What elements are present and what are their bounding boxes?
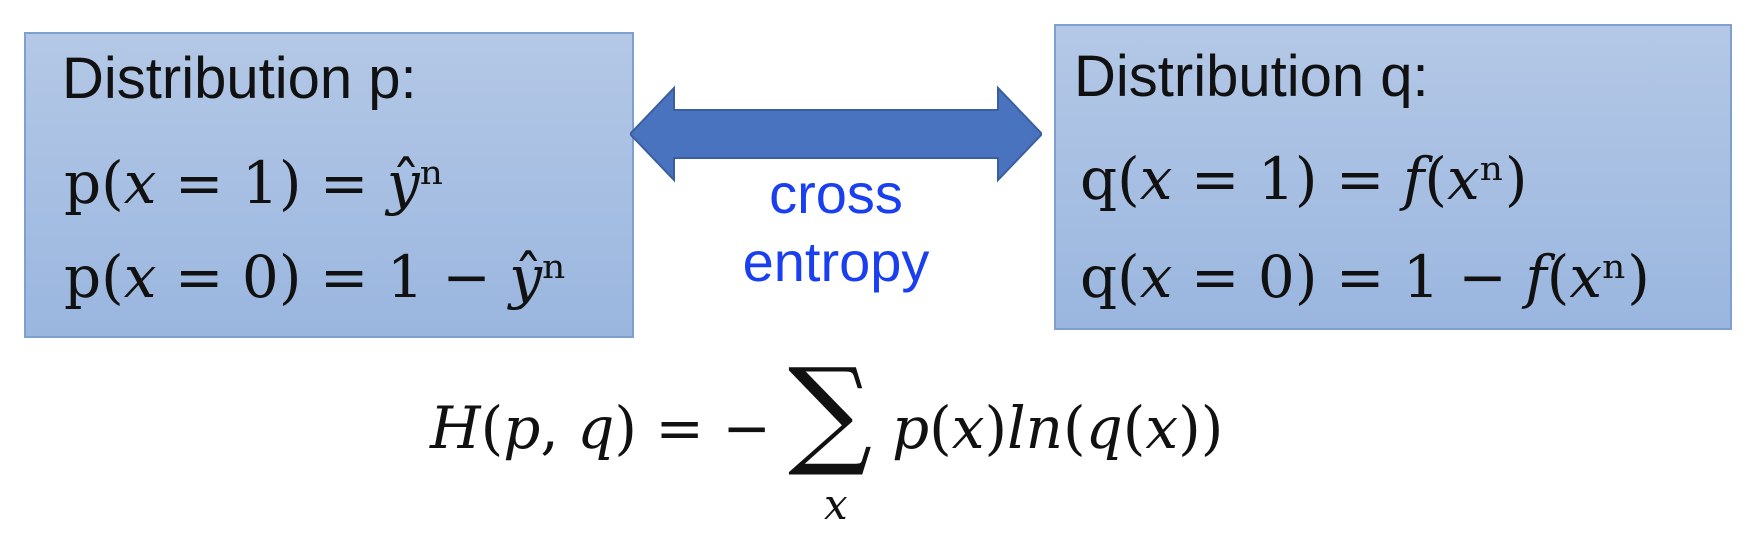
- distribution-q-line-2: q(𝑥 = 0) = 1 − 𝑓(𝑥ⁿ): [1080, 243, 1650, 311]
- distribution-p-line-2: p(𝑥 = 0) = 1 − 𝑦̂ⁿ: [64, 243, 568, 311]
- formula-lhs: 𝐻(𝑝, 𝑞) = −: [430, 394, 772, 462]
- cross-entropy-label: cross entropy: [690, 160, 982, 297]
- distribution-p-line-1: p(𝑥 = 1) = 𝑦̂ⁿ: [64, 149, 445, 217]
- double-arrow-connector: [630, 85, 1042, 183]
- distribution-p-box: Distribution p: p(𝑥 = 1) = 𝑦̂ⁿ p(𝑥 = 0) …: [24, 32, 634, 338]
- distribution-q-title: Distribution q:: [1074, 44, 1429, 109]
- double-arrow-icon: [630, 85, 1042, 183]
- distribution-p-title: Distribution p:: [62, 46, 417, 111]
- cross-entropy-formula: 𝐻(𝑝, 𝑞) = − ∑ x 𝑝(𝑥)𝑙𝑛(𝑞(𝑥)): [430, 352, 1330, 536]
- distribution-q-box: Distribution q: q(𝑥 = 1) = 𝑓(𝑥ⁿ) q(𝑥 = 0…: [1054, 24, 1732, 330]
- summation-symbol: ∑: [788, 342, 873, 480]
- formula-rhs: 𝑝(𝑥)𝑙𝑛(𝑞(𝑥)): [892, 394, 1224, 462]
- cross-entropy-label-line-2: entropy: [742, 230, 930, 294]
- summation-index: x: [824, 480, 848, 529]
- distribution-q-line-1: q(𝑥 = 1) = 𝑓(𝑥ⁿ): [1080, 145, 1528, 213]
- cross-entropy-label-line-1: cross: [769, 162, 903, 225]
